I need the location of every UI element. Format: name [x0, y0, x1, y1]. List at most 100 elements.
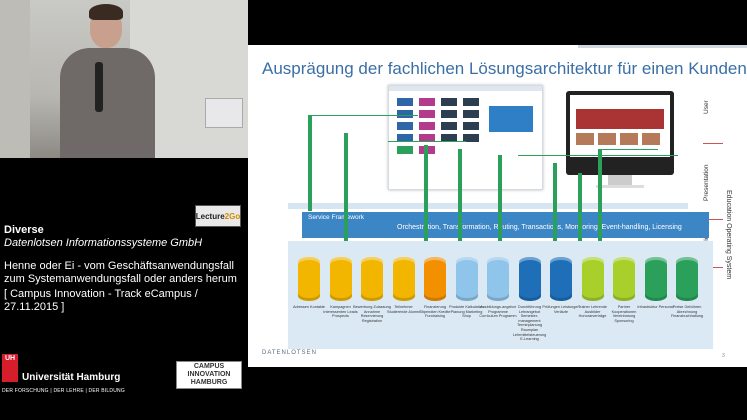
connector-line: [598, 149, 658, 150]
database-barrel-label: Infrastruktur Personal: [637, 305, 674, 309]
database-barrel: Teilnehmer Studierende Alumni: [387, 257, 420, 314]
slide-page-number: 3: [722, 353, 725, 359]
app-tile: [441, 98, 457, 106]
app-tile: [397, 98, 413, 106]
database-barrel: Infrastruktur Personal: [637, 257, 674, 309]
talk-title: Henne oder Ei - vom Geschäftsanwendungsf…: [4, 260, 237, 285]
connector-line: [498, 155, 502, 241]
database-barrel-label: Finanzierung Stipendien Kredite Fundrais…: [419, 305, 451, 319]
slide-top-bar: [578, 45, 747, 48]
speaker-org: Datenlotsen Informationssysteme GmbH: [4, 237, 203, 249]
app-tile: [397, 122, 413, 130]
connector-line: [553, 163, 557, 241]
layer-labels: User Presentation Service Application, S…: [703, 85, 747, 355]
database-barrel: Kampagnen Interessenten Leads Prospects: [323, 257, 358, 318]
microphone: [95, 62, 103, 112]
database-barrel-label: Teilnehmer Studierende Alumni: [387, 305, 420, 314]
database-barrel-label: Partner Kooperationen Vereinbarung Spons…: [611, 305, 637, 323]
lecture-info: Diverse Datenlotsen Informationssysteme …: [4, 224, 244, 314]
uhh-logo-mark: UH: [2, 354, 18, 382]
campus-innovation-logo: CAMPUS INNOVATION HAMBURG: [176, 361, 242, 389]
speaker-hair: [89, 4, 123, 20]
app-window-header: [389, 86, 542, 91]
database-barrel: Trainer Lehrende Ausbilder Honorarverträ…: [578, 257, 607, 318]
app-tile: [441, 110, 457, 118]
funnel-band: [288, 203, 688, 209]
conference-label: [ Campus Innovation - Track eCampus / 27…: [4, 288, 198, 313]
session-title: Diverse: [4, 224, 44, 236]
connector-line: [308, 115, 418, 116]
database-barrel-label: Produkte Kalkulation Planung Marketing S…: [449, 305, 484, 319]
app-tile: [397, 110, 413, 118]
presentation-slide: Ausprägung der fachlichen Lösungsarchite…: [248, 45, 747, 367]
connector-line: [424, 145, 428, 241]
database-barrel: Ausbildungs-angebot Programme Curriculum…: [479, 257, 517, 318]
layer-user: User: [703, 100, 710, 114]
website-thumbnail: [620, 133, 638, 145]
monitor-stand: [608, 175, 632, 185]
video-background-pillar: [0, 0, 30, 158]
monitor-base: [596, 185, 644, 188]
database-barrel: Partner Kooperationen Vereinbarung Spons…: [612, 257, 636, 323]
service-framework-services: Orchestration, Transformation, Routing, …: [397, 224, 682, 231]
connector-line: [598, 149, 602, 241]
slide-title: Ausprägung der fachlichen Lösungsarchite…: [262, 59, 747, 78]
speaker-video: [0, 0, 248, 158]
database-barrel: Prüfungen Leistungen Verläufe: [542, 257, 580, 314]
datenlotsen-logo: DATENLOTSEN: [262, 350, 317, 356]
service-framework-bar: Service Framework Orchestration, Transfo…: [302, 212, 709, 238]
app-window: [388, 85, 543, 190]
connector-line: [344, 133, 348, 241]
database-barrel-label: Adressen Kontakte: [292, 305, 326, 309]
app-tile: [419, 98, 435, 106]
video-laptop: [205, 98, 243, 128]
layer-divider: [703, 267, 723, 268]
database-barrel-label: Durchführung Lehrangebot Semester-manage…: [512, 305, 547, 342]
app-tile: [441, 122, 457, 130]
database-barrel: Produkte Kalkulation Planung Marketing S…: [449, 257, 484, 318]
app-tile: [463, 110, 479, 118]
connector-line: [458, 149, 462, 241]
database-barrel: Adressen Kontakte: [293, 257, 325, 309]
layer-presentation: Presentation: [703, 164, 710, 202]
monitor-screen: [570, 95, 670, 157]
connector-line: [388, 141, 466, 142]
database-barrel-label: Trainer Lehrende Ausbilder Honorarverträ…: [578, 305, 607, 319]
connector-line: [308, 115, 312, 211]
layer-divider: [703, 143, 723, 144]
layer-divider: [703, 219, 723, 220]
app-tile: [419, 110, 435, 118]
database-barrel-label: Bewerbung Zulassung Annahme Reservierung…: [353, 305, 391, 323]
database-barrel: Finanzierung Stipendien Kredite Fundrais…: [419, 257, 451, 318]
database-barrel: Preise Gebühren Abrechnung Finanzbuchhal…: [671, 257, 703, 318]
app-tile: [397, 134, 413, 142]
database-barrel-label: Ausbildungs-angebot Programme Curriculum…: [479, 305, 517, 319]
website-thumbnail: [642, 133, 660, 145]
uhh-tagline: DER FORSCHUNG | DER LEHRE | DER BILDUNG: [2, 388, 125, 394]
eos-label: Education Operating System: [725, 190, 732, 280]
uhh-name: Universität Hamburg: [22, 372, 121, 383]
speaker-body: [60, 48, 155, 158]
app-tile: [463, 134, 479, 142]
app-tile: [397, 146, 413, 154]
app-tile: [463, 122, 479, 130]
uhh-logo: UH Universität Hamburg DER FORSCHUNG | D…: [2, 352, 125, 396]
app-tile: [419, 134, 435, 142]
app-tile-large: [489, 106, 533, 132]
database-barrel-label: Preise Gebühren Abrechnung Finanzbuchhal…: [670, 305, 704, 319]
database-barrel: Bewerbung Zulassung Annahme Reservierung…: [353, 257, 391, 323]
database-barrel-label: Kampagnen Interessenten Leads Prospects: [323, 305, 358, 319]
database-barrel-label: Prüfungen Leistungen Verläufe: [542, 305, 580, 314]
connector-line: [578, 173, 582, 241]
database-barrel: Durchführung Lehrangebot Semester-manage…: [513, 257, 546, 341]
app-tile: [441, 134, 457, 142]
service-framework-label: Service Framework: [308, 214, 364, 221]
app-tile: [463, 98, 479, 106]
monitor-graphic: [566, 91, 674, 188]
website-banner: [576, 109, 664, 129]
website-thumbnail: [576, 133, 594, 145]
website-thumbnail: [598, 133, 616, 145]
app-tile: [419, 122, 435, 130]
